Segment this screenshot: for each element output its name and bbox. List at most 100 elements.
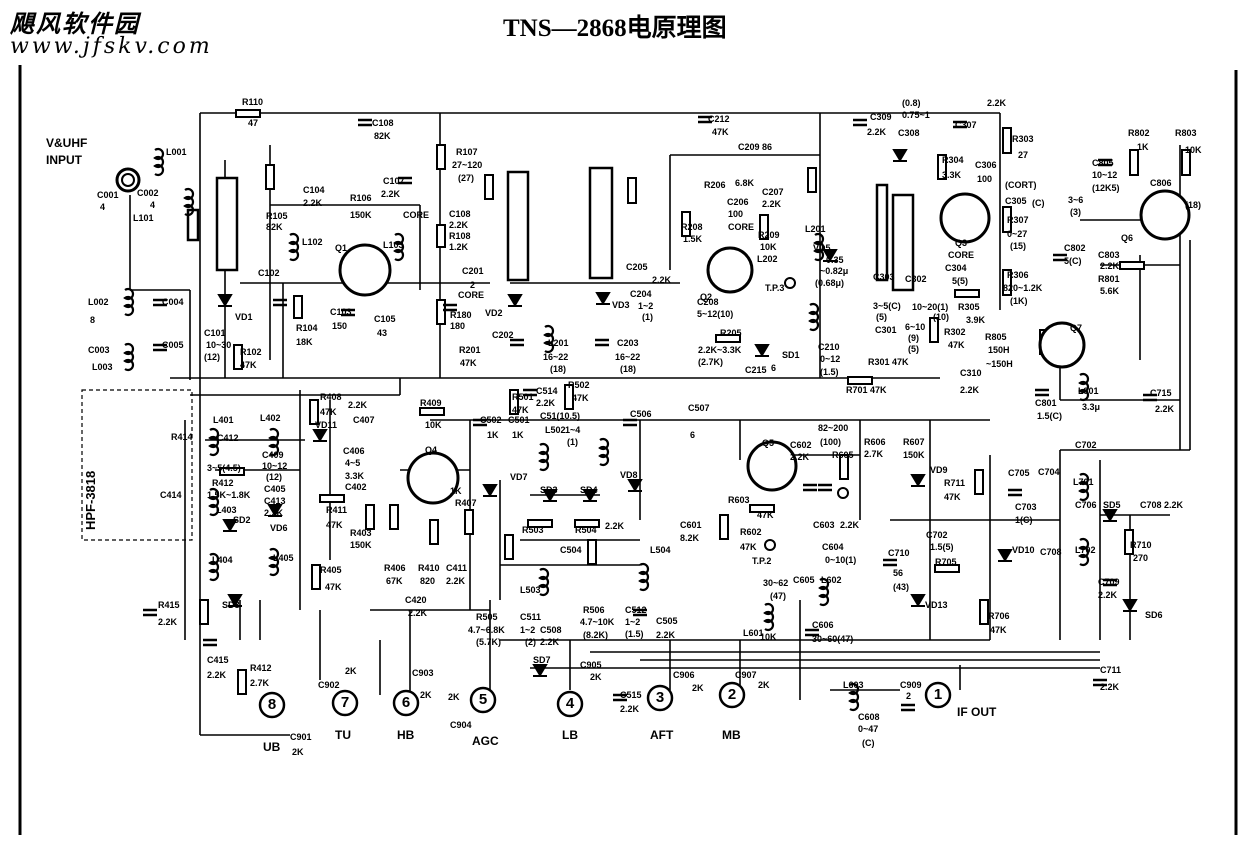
component-label: R504 xyxy=(575,525,597,535)
component-label: (10) xyxy=(933,312,950,322)
component-label: 3.3K xyxy=(345,471,365,481)
component-label: R405 xyxy=(320,565,342,575)
component-label: C502 xyxy=(480,415,502,425)
component-label: C608 xyxy=(858,712,880,722)
component-label: 0~12 xyxy=(820,354,841,364)
inductor-coil xyxy=(208,427,220,457)
terminal-label: AGC xyxy=(472,734,499,748)
component-label: (1K) xyxy=(1010,296,1028,306)
component-label: 47K xyxy=(948,340,965,350)
component-label: C003 xyxy=(88,345,110,355)
component-label: (1) xyxy=(642,312,653,322)
component-label: 3.9K xyxy=(966,315,986,325)
diode xyxy=(482,484,498,497)
component-label: R106 xyxy=(350,193,372,203)
component-label: C601 xyxy=(680,520,702,530)
component-label: C702 xyxy=(926,530,948,540)
component-label: C802 xyxy=(1064,243,1086,253)
component-label: L405 xyxy=(273,553,294,563)
component-label: R506 xyxy=(583,605,605,615)
component-label: 2.2K xyxy=(446,576,466,586)
component-label: C51(10.5) xyxy=(540,411,581,421)
component-label: 2K xyxy=(448,692,460,702)
component-label: C409 xyxy=(262,450,284,460)
component-label: C207 xyxy=(762,187,784,197)
component-label: C901 xyxy=(290,732,312,742)
component-label: Q1 xyxy=(335,243,348,253)
component-label: C514 xyxy=(536,386,558,396)
component-label: R505 xyxy=(476,612,498,622)
inductor-coil xyxy=(808,302,820,332)
component-label: (1.5) xyxy=(820,367,839,377)
component-label: 47K xyxy=(944,492,961,502)
component-label: R180 xyxy=(450,310,472,320)
component-label: 2.2K xyxy=(960,385,980,395)
terminal-circle xyxy=(258,691,286,719)
component-label: 4 xyxy=(100,202,106,212)
component-label: C705 xyxy=(1008,468,1030,478)
component-label: (43) xyxy=(893,582,910,592)
component-label: 2.2K xyxy=(348,400,368,410)
component-label: 3~6 xyxy=(1068,195,1084,205)
inductor-coil xyxy=(1078,472,1090,502)
inductor-coil xyxy=(153,147,165,177)
resistor xyxy=(1002,127,1012,154)
resistor xyxy=(574,519,600,528)
component-label: 3.3K xyxy=(942,170,962,180)
diode xyxy=(1122,599,1138,612)
component-label: T.P.3 xyxy=(765,283,785,293)
component-label: CORE xyxy=(948,250,975,260)
resistor xyxy=(954,289,980,298)
resistor xyxy=(587,539,597,565)
component-label: 6~10 xyxy=(905,322,926,332)
component-label: 2K xyxy=(345,666,357,676)
diode xyxy=(312,429,328,442)
component-label: 1(C) xyxy=(1015,515,1033,525)
inductor-coil xyxy=(848,682,860,712)
inductor-coil xyxy=(1078,537,1090,567)
terminal-circle xyxy=(924,681,952,709)
component-label: C906 xyxy=(673,670,695,680)
component-label: R603 xyxy=(728,495,750,505)
component-label: 2.2K xyxy=(652,275,672,285)
diode xyxy=(217,294,233,307)
component-label: 10~20(1) xyxy=(912,302,949,312)
resistor xyxy=(807,167,817,193)
component-label: 1K xyxy=(1137,142,1149,152)
terminal-number: 4 xyxy=(565,695,575,712)
resistor xyxy=(436,144,446,170)
component-label: 10~12 xyxy=(1092,170,1118,180)
component-label: C703 xyxy=(1015,502,1037,512)
component-label: C709 xyxy=(1098,577,1120,587)
component-label: SD6 xyxy=(1145,610,1163,620)
component-label: L403 xyxy=(216,505,237,515)
component-label: C108 xyxy=(449,209,471,219)
component-label: R110 xyxy=(242,97,264,107)
component-label: 2.2K xyxy=(620,704,640,714)
component-label: 2.2K xyxy=(264,508,284,518)
component-label: SD7 xyxy=(533,655,551,665)
component-label: 18K xyxy=(296,337,313,347)
component-label: 5.6K xyxy=(1100,286,1120,296)
component-label: L702 xyxy=(1075,545,1096,555)
component-label: C505 xyxy=(656,616,678,626)
inductor-coil xyxy=(208,552,220,582)
resistor xyxy=(759,214,769,240)
terminal-label: UB xyxy=(263,740,281,754)
resistor xyxy=(979,599,989,625)
component-label: C215 xyxy=(745,365,767,375)
component-label: 2.2K xyxy=(408,608,428,618)
component-label: R306 xyxy=(1007,270,1029,280)
component-label: SD2 xyxy=(233,515,251,525)
component-label: 2.2K xyxy=(840,520,860,530)
component-label: R607 xyxy=(903,437,925,447)
component-label: 2K xyxy=(292,747,304,757)
component-label: 2.7K xyxy=(864,449,884,459)
component-label: (5.7K) xyxy=(476,637,502,647)
terminal-circle xyxy=(556,690,584,718)
resistor xyxy=(436,299,446,325)
component-label: (C) xyxy=(862,738,875,748)
component-label: C715 xyxy=(1150,388,1172,398)
resistor xyxy=(504,534,514,560)
component-label: C204 xyxy=(630,289,652,299)
